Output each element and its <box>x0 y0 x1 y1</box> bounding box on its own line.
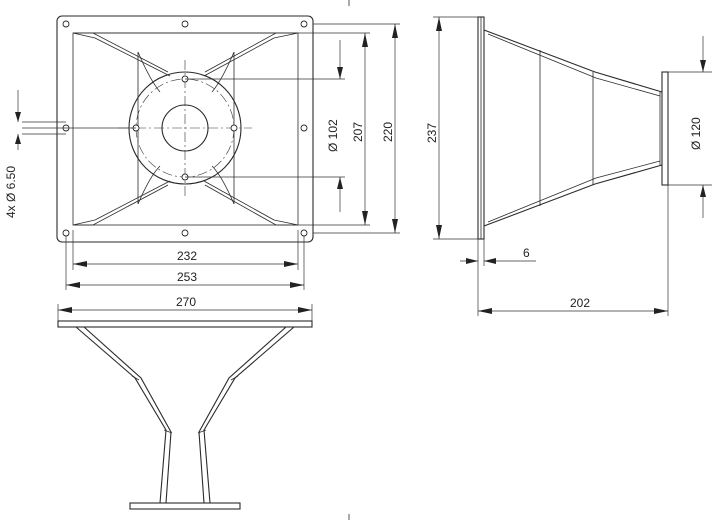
label-dia102: Ø 102 <box>326 119 340 152</box>
label-270: 270 <box>176 295 196 309</box>
label-dia120: Ø 120 <box>689 117 703 150</box>
label-253: 253 <box>177 270 197 284</box>
front-view: 4x Ø 6.50 232 253 Ø 102 207 <box>4 0 400 520</box>
side-view: 237 6 202 Ø 120 <box>425 16 712 316</box>
label-6: 6 <box>523 246 530 260</box>
top-flange <box>57 320 313 328</box>
throat-hole-right <box>230 124 238 132</box>
top-throat-base <box>129 502 241 510</box>
front-horn-wall-bottom <box>73 184 298 226</box>
label-232: 232 <box>177 249 197 263</box>
label-207: 207 <box>351 122 365 142</box>
label-202: 202 <box>570 296 590 310</box>
front-mouth-inner <box>72 32 299 226</box>
front-flange-outer <box>56 15 314 243</box>
label-hole-dia: 4x Ø 6.50 <box>4 166 18 218</box>
top-view: 270 <box>57 295 313 510</box>
label-220: 220 <box>381 122 395 142</box>
side-driver-flange <box>661 71 669 186</box>
front-horn-wall-top <box>73 32 298 73</box>
label-237: 237 <box>425 123 439 143</box>
